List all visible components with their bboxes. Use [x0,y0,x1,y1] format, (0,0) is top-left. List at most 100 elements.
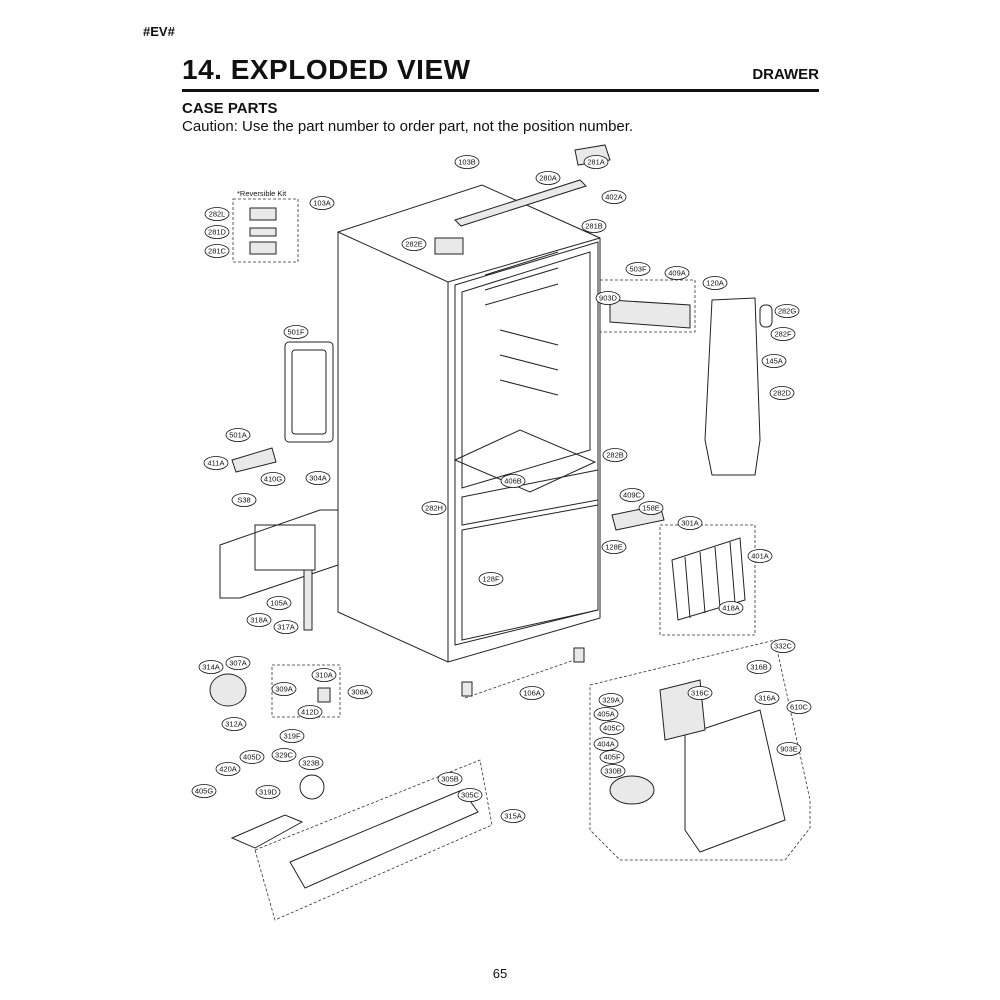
part-label-405f: 405F [599,750,625,764]
svg-text:282F: 282F [774,330,792,339]
part-label-503f: 503F [625,262,651,276]
part-label-409c: 409C [619,488,645,502]
svg-text:317A: 317A [277,623,295,632]
part-label-282b: 282B [602,448,628,462]
svg-text:316A: 316A [758,694,776,703]
base-plate-illustration [289,789,479,889]
part-label-319d: 319D [255,785,281,799]
part-label-501f: 501F [283,325,309,339]
svg-text:323B: 323B [302,759,320,768]
ice-maker-group [589,639,811,861]
svg-text:315A: 315A [504,812,522,821]
part-label-406b: 406B [500,474,526,488]
svg-text:405A: 405A [597,710,615,719]
part-label-903e: 903E [776,742,802,756]
svg-text:282H: 282H [425,504,443,513]
svg-text:405G: 405G [195,787,214,796]
part-label-120a: 120A [702,276,728,290]
svg-text:282E: 282E [405,240,423,249]
svg-text:280A: 280A [539,174,557,183]
svg-text:404A: 404A [597,740,615,749]
svg-text:503F: 503F [629,265,647,274]
part-label-412d: 412D [297,705,323,719]
part-label-307a: 307A [225,656,251,670]
svg-text:305C: 305C [461,791,480,800]
machine-cover-illustration [219,509,339,599]
part-label-145a: 145A [761,354,787,368]
svg-text:332C: 332C [774,642,793,651]
svg-text:106A: 106A [523,689,541,698]
part-label-405d: 405D [239,750,265,764]
part-label-409a: 409A [664,266,690,280]
svg-text:305B: 305B [441,775,459,784]
page-title: 14. EXPLODED VIEW [182,54,471,85]
part-label-319f: 319F [279,729,305,743]
svg-text:145A: 145A [765,357,783,366]
caution-note: Caution: Use the part number to order pa… [182,118,634,135]
part-label-501a: 501A [225,428,251,442]
svg-text:281D: 281D [208,228,227,237]
svg-text:282D: 282D [773,389,792,398]
svg-text:309A: 309A [275,685,293,694]
svg-text:411A: 411A [208,459,225,468]
part-label-316b: 316B [746,660,772,674]
svg-text:281B: 281B [585,222,603,231]
part-label-318a: 318A [246,613,272,627]
part-label-309a: 309A [271,682,297,696]
part-label-301a: 301A [677,516,703,530]
svg-text:420A: 420A [219,765,237,774]
part-label-282l: 282L [204,207,230,221]
svg-text:103B: 103B [458,158,476,167]
svg-text:903D: 903D [599,294,618,303]
svg-text:128E: 128E [605,543,623,552]
part-label-410g: 410G [260,472,286,486]
part-label-308a: 308A [347,685,373,699]
part-label-903d: 903D [595,291,621,305]
svg-text:405D: 405D [243,753,262,762]
svg-text:329A: 329A [602,696,620,705]
svg-text:418A: 418A [722,604,740,613]
part-label-305c: 305C [457,788,483,802]
svg-text:318A: 318A [250,616,268,625]
svg-text:312A: 312A [225,720,243,729]
part-label-329c: 329C [271,748,297,762]
evaporator-illustration [671,537,746,621]
part-label-418a: 418A [718,601,744,615]
drain-pan-illustration [230,814,304,849]
part-label-158e: 158E [638,501,664,515]
part-label-128f: 128F [478,572,504,586]
svg-text:301A: 301A [681,519,699,528]
svg-text:319F: 319F [283,732,301,741]
svg-text:282B: 282B [606,451,624,460]
part-label-282d: 282D [769,386,795,400]
door-panel-illustration [284,341,334,443]
document-tag: #EV# [143,24,175,39]
svg-text:282L: 282L [209,210,226,219]
part-label-323b: 323B [298,756,324,770]
svg-text:307A: 307A [229,659,247,668]
part-label-317a: 317A [273,620,299,634]
part-label-280a: 280A [535,171,561,185]
part-label-315a: 315A [500,809,526,823]
title-rule [182,89,819,92]
svg-text:314A: 314A [202,663,220,672]
section-name: DRAWER [752,66,819,83]
part-label-282g: 282G [774,304,800,318]
part-label-128e: 128E [601,540,627,554]
svg-text:412D: 412D [301,708,320,717]
svg-text:406B: 406B [504,477,522,486]
svg-text:316C: 316C [691,689,710,698]
part-label-330b: 330B [600,764,626,778]
svg-text:316B: 316B [750,663,768,672]
cabinet-illustration [337,184,601,663]
part-label-310a: 310A [311,668,337,682]
part-label-411a: 411A [203,456,229,470]
svg-text:330B: 330B [604,767,622,776]
part-label-404a: 404A [593,737,619,751]
svg-text:405C: 405C [603,724,622,733]
part-label-610c: 610C [786,700,812,714]
subheading: CASE PARTS [182,100,278,117]
svg-text:282G: 282G [778,307,797,316]
part-label-304a: 304A [305,471,331,485]
